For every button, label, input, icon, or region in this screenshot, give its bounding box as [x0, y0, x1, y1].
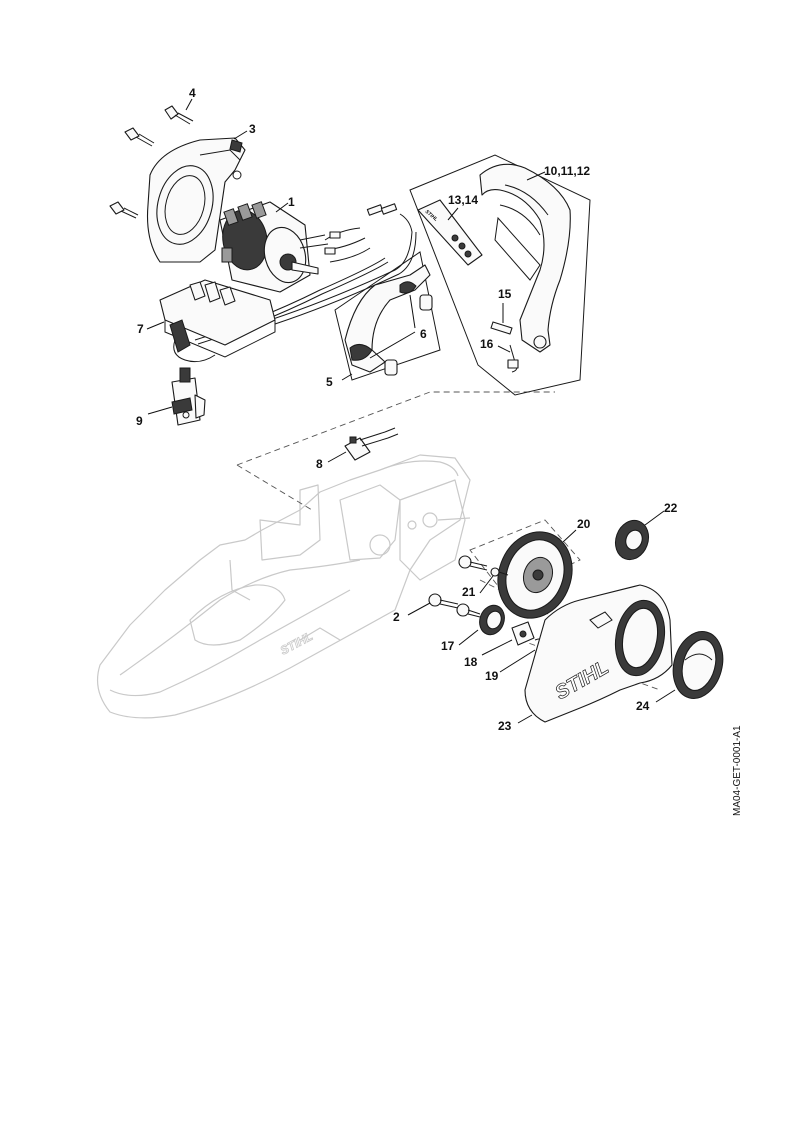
callout-4: 4	[189, 86, 196, 100]
connector-8	[344, 427, 399, 461]
callout-5: 5	[326, 375, 333, 389]
screw-2a-icon	[458, 555, 488, 571]
callout-22: 22	[664, 501, 678, 515]
callout-2: 2	[393, 610, 400, 624]
callout-17: 17	[441, 639, 455, 653]
label-sticker-13: STIHL	[417, 199, 483, 266]
screw-4-icon	[164, 105, 194, 125]
callout-13-14: 13,14	[448, 193, 478, 207]
callout-24: 24	[636, 699, 650, 713]
callout-labels: 4 3 1 7 9 5 6 8 10,11,12 13,14 15 16 2 1…	[136, 86, 678, 733]
callout-6: 6	[420, 327, 427, 341]
leader-lines	[146, 98, 676, 724]
callout-23: 23	[498, 719, 512, 733]
washer-18	[511, 621, 535, 646]
callout-8: 8	[316, 457, 323, 471]
callout-19: 19	[485, 669, 499, 683]
pin-15	[490, 321, 513, 335]
hand-guard-10	[409, 154, 591, 396]
brush-holder-5	[334, 251, 441, 381]
housing-outline: STIHL	[97, 454, 471, 719]
callout-15: 15	[498, 287, 512, 301]
screw-2c-icon	[456, 603, 481, 618]
housing-brand-text: STIHL	[278, 629, 315, 658]
tensioner-cap-24	[672, 631, 724, 699]
callout-21: 21	[462, 585, 476, 599]
drive-sprocket-17	[479, 604, 505, 636]
callout-7: 7	[137, 322, 144, 336]
callout-18: 18	[464, 655, 478, 669]
spring-16	[507, 344, 519, 373]
callout-10-11-12: 10,11,12	[544, 164, 590, 178]
sprocket-gear-20	[497, 531, 573, 619]
motor-armature-1	[219, 201, 329, 293]
callout-9: 9	[136, 414, 143, 428]
screw-3a-icon	[124, 127, 155, 147]
tensioning-knob-22	[614, 519, 650, 561]
callout-20: 20	[577, 517, 591, 531]
callout-16: 16	[480, 337, 494, 351]
wiring-harness	[194, 203, 417, 345]
motor-frame-3	[146, 137, 246, 263]
screw-2b-icon	[428, 593, 459, 609]
brush-carrier-7	[159, 279, 276, 363]
screw-3b-icon	[109, 201, 139, 219]
switch-9	[171, 367, 206, 426]
callout-1: 1	[288, 195, 295, 209]
screw-21-icon	[490, 567, 509, 577]
drawing-reference: MA04-GET-0001-A1	[732, 725, 743, 816]
callout-3: 3	[249, 122, 256, 136]
sprocket-cover-23: STIHL	[524, 584, 673, 723]
